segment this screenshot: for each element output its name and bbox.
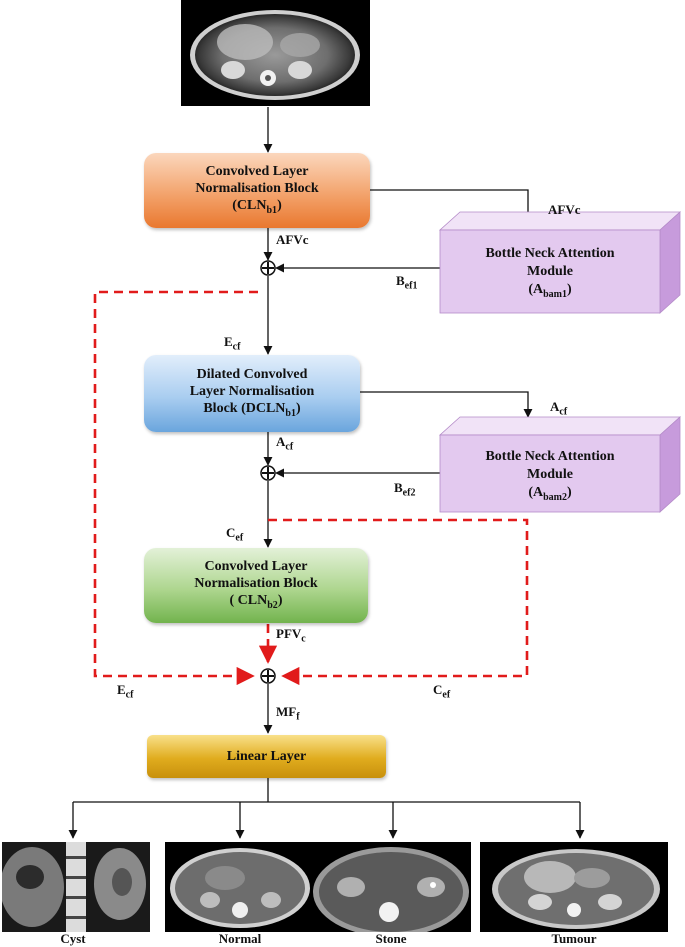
dcln-b1-sub: b1 — [285, 407, 296, 419]
label-pfvc: PFVc — [276, 626, 306, 645]
dcln-b1-block: Dilated Convolved Layer Normalisation Bl… — [144, 355, 360, 432]
label-afvc-right: AFVc — [548, 202, 581, 217]
bam1-sub: bam1 — [543, 288, 567, 300]
caption-stone: Stone — [375, 931, 407, 946]
acf-right-base: A — [550, 399, 560, 414]
acf-down-base: A — [276, 434, 286, 449]
skip-connections — [93, 290, 529, 686]
output-image-cyst — [2, 842, 150, 932]
caption-cyst: Cyst — [60, 931, 86, 946]
cln-b2-close: ) — [277, 592, 283, 608]
dcln-b1-close: ) — [295, 400, 301, 416]
bam1-text: Bottle Neck Attention Module (Abam1) — [440, 245, 660, 304]
output-image-normal — [165, 842, 315, 932]
flow-arrows — [68, 107, 585, 839]
mff-sub: f — [296, 711, 300, 723]
label-bef2: Bef2 — [394, 480, 415, 499]
cef-top-sub: ef — [235, 532, 244, 544]
mff-base: MF — [276, 704, 297, 719]
stone-scan-graphic — [311, 842, 471, 932]
cef-bottom-sub: ef — [442, 689, 451, 701]
ecf-top-sub: cf — [232, 341, 241, 353]
label-acf-right: Acf — [550, 399, 567, 418]
label-mff: MFf — [276, 704, 300, 723]
cyst-scan-graphic — [2, 842, 150, 932]
bam2-close: ) — [567, 485, 572, 500]
label-cef-top: Cef — [226, 525, 243, 544]
cln-b1-line2: Normalisation Block — [195, 180, 319, 196]
caption-normal: Normal — [218, 931, 262, 946]
output-image-tumour — [480, 842, 668, 932]
bam1-close: ) — [567, 282, 572, 297]
cln-b2-sub: b2 — [267, 599, 278, 611]
bam1-line1: Bottle Neck Attention — [485, 246, 615, 261]
bam1-open: (A — [528, 282, 544, 297]
ecf-top-base: E — [224, 334, 233, 349]
linear-layer-label: Linear Layer — [226, 749, 307, 764]
cln-b1-line1: Convolved Layer — [205, 163, 309, 179]
dcln-b1-line1: Dilated Convolved — [196, 366, 308, 382]
sum-node-2 — [260, 465, 276, 481]
label-acf-down: Acf — [276, 434, 293, 453]
label-ecf-top: Ecf — [224, 334, 240, 353]
label-afvc-down: AFVc — [276, 232, 309, 247]
pfvc-base: PFV — [276, 626, 302, 641]
cln-b1-close: ) — [277, 197, 282, 213]
normal-scan-graphic — [165, 842, 315, 932]
bam2-open: (A — [528, 485, 544, 500]
bam2-line1: Bottle Neck Attention — [485, 449, 615, 464]
dcln-b1-line2: Layer Normalisation — [189, 383, 315, 399]
cef-top-base: C — [226, 525, 236, 540]
linear-layer-block: Linear Layer — [147, 735, 386, 778]
input-ct-image — [181, 0, 370, 106]
ecf-bottom-base: E — [117, 682, 126, 697]
label-bef1: Bef1 — [396, 273, 417, 292]
bef1-sub: ef1 — [404, 280, 418, 292]
label-cef-bottom: Cef — [433, 682, 450, 701]
bam2-sub: bam2 — [543, 491, 567, 503]
bam2-text: Bottle Neck Attention Module (Abam2) — [440, 448, 660, 507]
cln-b1-block: Convolved Layer Normalisation Block (CLN… — [144, 153, 370, 228]
tumour-scan-graphic — [480, 842, 668, 932]
cln-b2-open: ( CLN — [229, 592, 268, 608]
sum-node-1 — [260, 260, 276, 276]
bef2-base: B — [394, 480, 403, 495]
cef-bottom-base: C — [433, 682, 443, 697]
cln-b2-line2: Normalisation Block — [194, 575, 318, 591]
dcln-b1-line3: Block (DCLN — [203, 400, 286, 416]
cln-b2-line1: Convolved Layer — [204, 558, 308, 574]
bef1-base: B — [396, 273, 405, 288]
bef2-sub: ef2 — [402, 487, 416, 499]
cln-b1-open: (CLN — [232, 197, 267, 213]
cln-b1-sub: b1 — [266, 204, 278, 216]
ecf-bottom-sub: cf — [125, 689, 134, 701]
label-ecf-bottom: Ecf — [117, 682, 133, 701]
sum-node-3 — [260, 668, 276, 684]
output-image-stone — [311, 842, 471, 932]
attention-cube-2 — [438, 416, 682, 513]
bam2-line2: Module — [527, 467, 573, 482]
bam1-line2: Module — [527, 264, 573, 279]
cln-b2-block: Convolved Layer Normalisation Block ( CL… — [144, 548, 368, 623]
pfvc-sub: c — [301, 633, 306, 645]
caption-tumour: Tumour — [551, 931, 597, 946]
acf-down-sub: cf — [285, 441, 294, 453]
acf-right-sub: cf — [559, 406, 568, 418]
attention-cube-1 — [438, 211, 682, 314]
